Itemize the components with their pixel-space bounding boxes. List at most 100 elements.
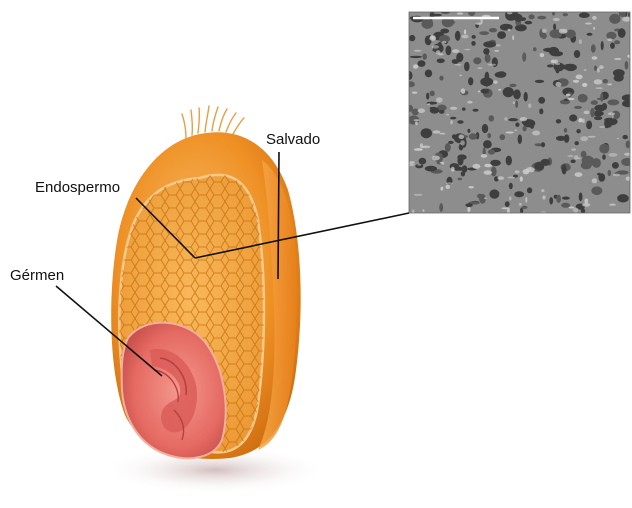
sem-highlight <box>576 75 583 80</box>
sem-micrograph <box>406 8 632 214</box>
sem-pore <box>590 108 594 118</box>
sem-pore <box>538 97 545 104</box>
sem-highlight <box>528 104 531 108</box>
sem-pore <box>571 160 576 164</box>
sem-highlight <box>451 167 455 172</box>
label-salvado: Salvado <box>266 131 320 149</box>
sem-pore <box>410 56 422 58</box>
sem-highlight <box>532 131 540 136</box>
sem-pore <box>594 105 605 112</box>
sem-pore <box>469 133 477 139</box>
sem-pore <box>524 92 528 102</box>
sem-highlight <box>467 207 470 212</box>
sem-pore <box>576 129 580 133</box>
sem-pore <box>608 99 620 105</box>
sem-pore <box>609 14 620 24</box>
sem-pore <box>422 53 427 59</box>
sem-pore <box>574 50 580 58</box>
sem-highlight <box>414 148 423 151</box>
sem-highlight <box>573 80 579 83</box>
sem-pore <box>606 32 616 40</box>
sem-pore <box>591 100 598 105</box>
sem-highlight <box>613 174 620 177</box>
sem-highlight <box>542 196 545 200</box>
sem-pore <box>617 194 629 202</box>
sem-highlight <box>514 129 517 131</box>
sem-highlight <box>559 29 568 34</box>
sem-highlight <box>420 143 423 148</box>
sem-pore <box>556 195 561 203</box>
sem-highlight <box>569 207 574 209</box>
sem-pore <box>547 64 554 67</box>
sem-pore <box>537 16 546 20</box>
sem-pore <box>480 77 493 86</box>
sem-pore <box>464 135 468 138</box>
sem-pore <box>569 114 577 121</box>
sem-highlight <box>441 187 444 191</box>
sem-pore <box>541 159 551 166</box>
sem-pore <box>597 173 601 176</box>
sem-highlight <box>423 209 425 212</box>
sem-highlight <box>582 83 587 87</box>
sem-pore <box>509 84 516 87</box>
sem-pore <box>430 107 440 113</box>
sem-pore <box>562 164 567 174</box>
sem-highlight <box>446 114 450 116</box>
sem-pore <box>509 183 513 189</box>
sem-highlight <box>507 177 514 179</box>
sem-highlight <box>450 107 457 110</box>
sem-highlight <box>597 68 600 73</box>
sem-highlight <box>553 18 560 21</box>
sem-pore <box>482 124 488 133</box>
sem-pore <box>574 106 582 109</box>
sem-pore <box>461 171 465 176</box>
sem-highlight <box>555 82 561 87</box>
sem-highlight <box>582 203 590 207</box>
sem-highlight <box>617 138 619 140</box>
sem-highlight <box>512 35 514 40</box>
sem-highlight <box>468 186 474 188</box>
sem-pore <box>468 77 473 85</box>
sem-highlight <box>614 58 622 60</box>
sem-pore <box>579 192 583 201</box>
sem-highlight <box>574 155 579 159</box>
sem-pore <box>587 33 593 36</box>
sem-pore <box>406 105 413 112</box>
sem-highlight <box>459 75 462 77</box>
sem-highlight <box>457 12 463 15</box>
sem-highlight <box>567 155 573 157</box>
sem-pore <box>500 134 506 140</box>
sem-highlight <box>498 89 501 91</box>
sem-pore <box>610 43 615 49</box>
sem-highlight <box>442 41 446 44</box>
sem-highlight <box>436 50 441 54</box>
sem-pore <box>522 126 526 131</box>
sem-pore <box>425 166 437 172</box>
sem-pore <box>465 203 472 207</box>
sem-pore <box>591 186 602 195</box>
sem-highlight <box>506 132 515 134</box>
sem-pore <box>473 57 481 64</box>
sem-highlight <box>484 170 492 174</box>
sem-pore <box>500 24 513 31</box>
sem-pore <box>450 117 456 120</box>
sem-highlight <box>599 126 605 128</box>
sem-highlight <box>584 69 587 71</box>
sem-pore <box>421 128 432 138</box>
sem-highlight <box>417 164 421 166</box>
sem-highlight <box>575 172 583 177</box>
sem-highlight <box>427 103 430 105</box>
sem-highlight <box>494 50 499 52</box>
sem-highlight <box>508 29 511 31</box>
sem-pore <box>485 54 491 63</box>
sem-highlight <box>592 178 597 183</box>
sem-highlight <box>412 92 418 94</box>
sem-highlight <box>573 208 579 213</box>
sem-highlight <box>493 80 497 83</box>
sem-pore <box>473 109 479 112</box>
sem-pore <box>529 14 535 19</box>
sem-pore <box>575 141 579 145</box>
sem-pore <box>541 142 545 147</box>
sem-pore <box>452 59 459 64</box>
sem-highlight <box>446 182 453 184</box>
